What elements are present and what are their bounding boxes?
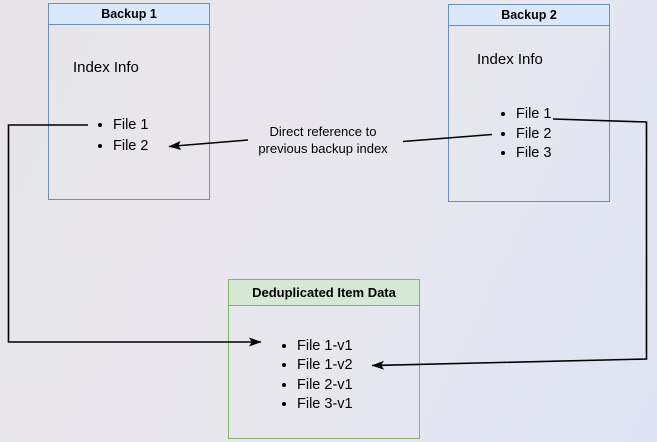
dedup-file-list: File 1-v1 File 1-v2 File 2-v1 File 3-v1 [280,337,353,415]
backup-1-file-list: File 1 File 2 [96,115,148,156]
node-backup-2-title: Backup 2 [501,8,557,22]
direct-reference-annotation: Direct reference to previous backup inde… [240,124,406,157]
list-item: File 1 [516,105,551,125]
list-item: File 2-v1 [297,376,353,395]
list-item: File 1-v2 [297,356,353,375]
backup-2-file-list: File 1 File 2 File 3 [499,105,551,164]
node-backup-2: Backup 2 [448,4,610,202]
list-item: File 3-v1 [297,395,353,414]
list-item: File 3 [516,144,551,164]
node-backup-2-header: Backup 2 [449,5,609,26]
list-item: File 1 [113,115,148,136]
node-backup-1-header: Backup 1 [49,4,209,25]
node-dedup-title: Deduplicated Item Data [252,285,396,300]
backup-1-index-info-label: Index Info [73,59,139,76]
backup-2-index-info-label: Index Info [477,51,543,68]
node-backup-1: Backup 1 [48,3,210,200]
annotation-line-2: previous backup index [258,140,388,156]
list-item: File 2 [516,125,551,145]
node-backup-1-title: Backup 1 [101,7,157,21]
list-item: File 2 [113,136,148,157]
list-item: File 1-v1 [297,337,353,356]
annotation-line-1: Direct reference to [269,124,377,139]
node-dedup-header: Deduplicated Item Data [229,280,419,306]
